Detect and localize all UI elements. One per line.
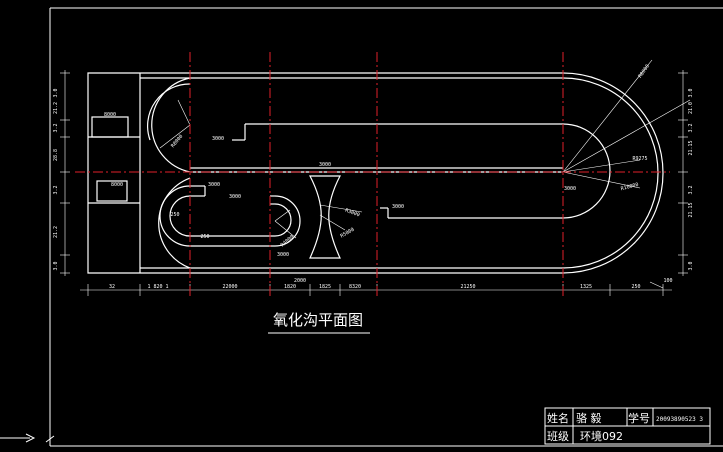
centerlines bbox=[75, 52, 670, 298]
right-dimension: 3.2 bbox=[688, 123, 694, 132]
inner-dimension: 8000 bbox=[104, 112, 116, 118]
class-value: 环境092 bbox=[580, 429, 623, 443]
bottom-dimension: 21250 bbox=[460, 284, 475, 290]
inner-dimension: 250 bbox=[200, 234, 209, 240]
left-dimension: 3.0 bbox=[53, 88, 59, 97]
inner-dimension: 250 bbox=[170, 212, 179, 218]
bottom-dimension: 250 bbox=[631, 284, 640, 290]
drawing-title: 氧化沟平面图 bbox=[273, 311, 363, 329]
right-dimension: 3.2 bbox=[688, 185, 694, 194]
left-dimension: 3.2 bbox=[53, 185, 59, 194]
bottom-dimension: 22000 bbox=[222, 284, 237, 290]
right-dimension-labels: 3.0 21.0 3.2 21.15 3.2 21.15 3.0 bbox=[688, 88, 694, 270]
inner-dimension: 3000 bbox=[208, 182, 220, 188]
radius-label: R4000 bbox=[280, 234, 295, 248]
left-dimension-labels: 3.0 21.2 3.2 28.8 3.2 21.2 3.0 bbox=[53, 88, 59, 270]
right-dimension: 21.15 bbox=[688, 202, 694, 217]
drawing-border bbox=[49, 7, 723, 447]
left-dimension: 21.2 bbox=[53, 226, 59, 238]
radius-label: R10000 bbox=[620, 182, 639, 192]
inner-dimension: 3000 bbox=[564, 186, 576, 192]
bottom-dimension: 1325 bbox=[580, 284, 592, 290]
bottom-dimension: 1820 bbox=[284, 284, 296, 290]
name-label: 姓名 bbox=[547, 411, 569, 425]
bottom-dimension: 1 820 1 bbox=[147, 284, 168, 290]
left-dimension: 3.0 bbox=[53, 261, 59, 270]
ucs-arrow-icon bbox=[0, 433, 55, 443]
student-id-value: 20093890523 3 bbox=[656, 416, 703, 423]
bottom-dimension: 8320 bbox=[349, 284, 361, 290]
right-dimension: 3.0 bbox=[688, 88, 694, 97]
inner-dimension: 3000 bbox=[229, 194, 241, 200]
radius-label: R5000 bbox=[339, 227, 355, 240]
inner-dimension: 3000 bbox=[277, 252, 289, 258]
inner-dimension: 3000 bbox=[212, 136, 224, 142]
student-id-label: 学号 bbox=[628, 411, 650, 425]
radius-label: R8000 bbox=[170, 134, 184, 149]
left-dimension: 21.2 bbox=[53, 102, 59, 114]
class-label: 班级 bbox=[547, 430, 569, 443]
right-dimension: 3.0 bbox=[688, 261, 694, 270]
radius-label: R3000 bbox=[344, 208, 360, 219]
right-dimension: 21.15 bbox=[688, 140, 694, 155]
bottom-dimension: 2000 bbox=[294, 278, 306, 284]
radius-label: R8000 bbox=[637, 64, 651, 80]
bottom-dimension: 100 bbox=[663, 278, 672, 284]
dimension-lines bbox=[60, 59, 691, 296]
radius-label: R9275 bbox=[632, 156, 647, 162]
ditch-outline bbox=[87, 72, 664, 274]
inner-dimension-labels: 8000 8000 3000 3000 3000 3000 3000 3000 3000 250 2… bbox=[104, 112, 576, 258]
bottom-dimension: 1825 bbox=[319, 284, 331, 290]
inner-dimension: 3000 bbox=[319, 162, 331, 168]
title-block bbox=[544, 407, 711, 445]
inner-dimension: 3000 bbox=[392, 204, 404, 210]
left-dimension: 3.2 bbox=[53, 123, 59, 132]
inner-dimension: 8000 bbox=[111, 182, 123, 188]
bottom-dimension: 32 bbox=[109, 284, 115, 290]
name-value: 骆 毅 bbox=[576, 411, 602, 425]
left-dimension: 28.8 bbox=[53, 149, 59, 161]
right-dimension: 21.0 bbox=[688, 102, 694, 114]
